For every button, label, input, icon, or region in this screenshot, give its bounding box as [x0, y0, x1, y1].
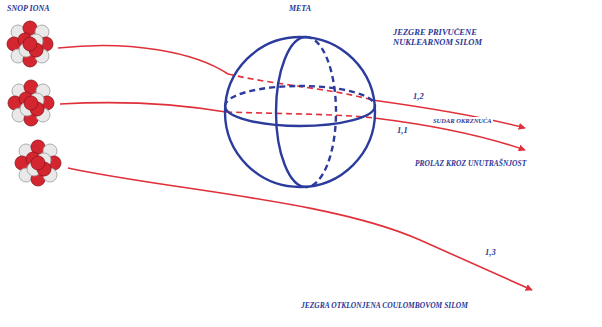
trajectories [58, 46, 532, 290]
ion-cluster [8, 80, 54, 126]
meridian-back [306, 37, 336, 187]
annotation-label: SNOP IONA [6, 4, 51, 13]
target-sphere: META [222, 4, 378, 194]
callout-number: 1,2 [412, 92, 425, 102]
meridian-front [276, 37, 306, 187]
ion-clusters [7, 21, 61, 186]
ion-atom [31, 156, 45, 170]
annotation-label: JEZGRA OTKLONJENA COULOMBOVOM SILOM [300, 302, 469, 311]
trajectory-line [226, 112, 374, 118]
trajectory-line [58, 46, 228, 74]
trajectory-line [60, 103, 226, 112]
sphere-rim [225, 37, 375, 187]
callout-number: 1,1 [396, 126, 409, 136]
ion-cluster [15, 140, 61, 186]
node-heading: META [222, 4, 378, 13]
ion-atom [24, 96, 38, 110]
ion-cluster [7, 21, 53, 67]
callout-number: 1,3 [484, 248, 497, 258]
equator-front [225, 106, 375, 126]
annotation-label: JEZGRE PRIVUČENE NUKLEARNOM SILOM [392, 28, 502, 48]
trajectory-line [372, 100, 525, 128]
ion-atom [23, 37, 37, 51]
sphere-outline [222, 4, 378, 194]
annotation-label: PROLAZ KROZ UNUTRAŠNJOST [414, 160, 527, 169]
equator-back [225, 86, 375, 106]
annotation-label: SUDAR OKRZNUĆA [432, 117, 493, 124]
trajectory-line [374, 118, 525, 150]
